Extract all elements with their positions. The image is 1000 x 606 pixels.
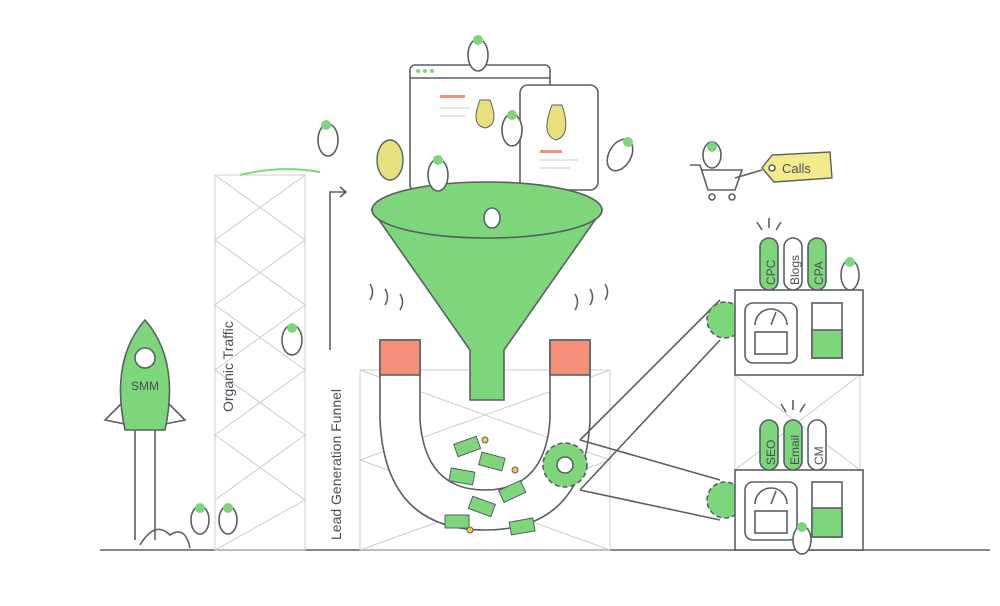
belts (579, 299, 721, 521)
pill-cpa: CPA (812, 261, 826, 285)
gear-icon (542, 301, 744, 519)
pills-bottom (759, 400, 827, 471)
money-bills (444, 435, 536, 536)
organic-traffic-label: Organic Traffic (220, 321, 236, 412)
pill-blogs: Blogs (788, 255, 802, 285)
lead-generation-funnel-label: Lead Generation Funnel (328, 389, 344, 540)
funnel (370, 181, 604, 401)
arrow-icon (329, 186, 348, 350)
magnet (369, 283, 609, 531)
pill-cm: CM (812, 446, 826, 465)
pill-seo: SEO (764, 440, 778, 465)
calls-label: Calls (782, 161, 811, 176)
rocket-icon (103, 318, 191, 549)
calls-tag (761, 151, 833, 183)
rocket-label: SMM (131, 379, 159, 393)
pill-cpc: CPC (764, 259, 778, 285)
control-box-top (734, 289, 864, 376)
shopping-cart-icon (690, 164, 763, 201)
characters (190, 35, 860, 555)
phone (519, 84, 599, 191)
pills-top (756, 218, 827, 291)
pill-email: Email (788, 435, 802, 465)
organic-traffic-tower (214, 168, 321, 551)
